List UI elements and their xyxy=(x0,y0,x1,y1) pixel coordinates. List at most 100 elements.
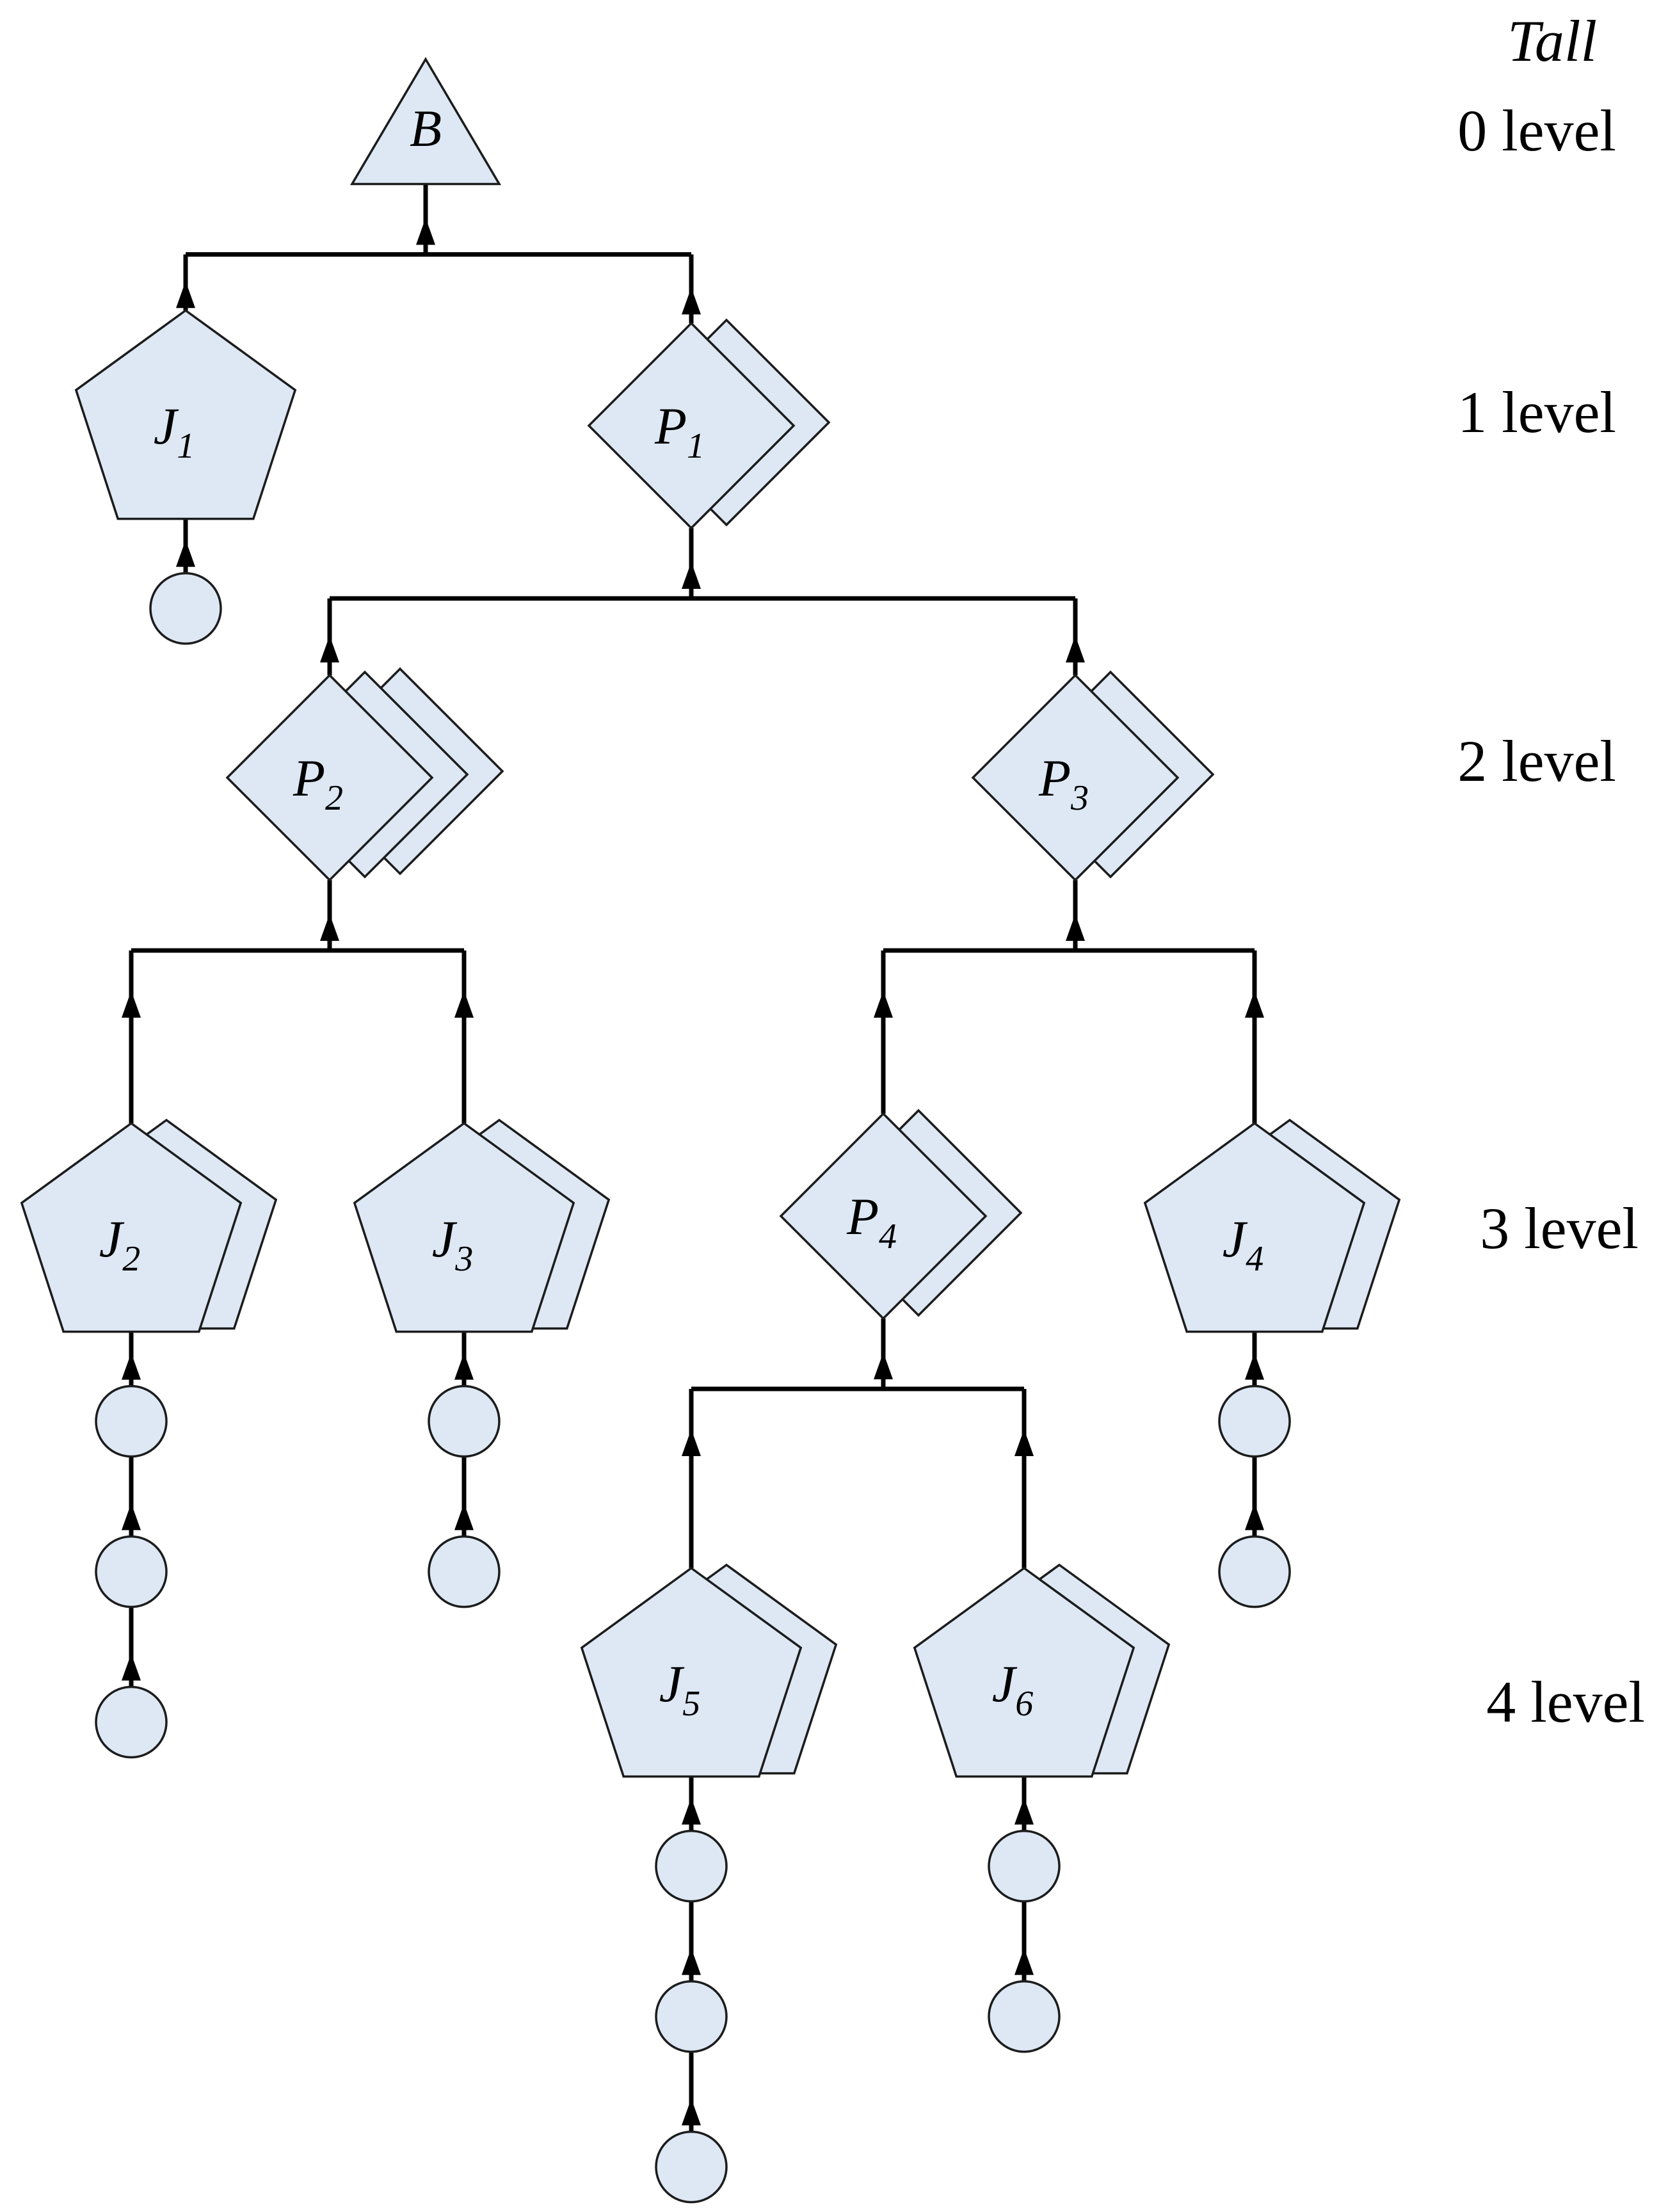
node-j6: J6 xyxy=(913,1563,1171,1778)
tall-label: Tall xyxy=(1507,8,1597,74)
node-label-p3: P3 xyxy=(1038,749,1089,818)
input-circle-j3-1 xyxy=(428,1535,501,1608)
node-label-p1: P1 xyxy=(654,397,705,466)
arrow-from-j6 xyxy=(1014,1429,1034,1456)
node-label-j6: J6 xyxy=(992,1655,1033,1724)
node-j1: J1 xyxy=(74,309,297,520)
chain-arrow-j5-2 xyxy=(682,2098,701,2126)
node-subscript: 1 xyxy=(687,426,705,466)
arrow-from-p2 xyxy=(320,636,339,662)
level-label-0: 0 level xyxy=(1457,98,1616,163)
arrow-to-b xyxy=(416,218,435,245)
node-subscript: 2 xyxy=(122,1239,140,1279)
input-circle-j6-1 xyxy=(988,1980,1061,2053)
arrow-from-j5 xyxy=(682,1429,701,1456)
input-circle-j1-0 xyxy=(149,572,222,645)
input-circle-j5-1 xyxy=(655,1980,728,2053)
arrow-to-p4 xyxy=(874,1352,893,1379)
node-label-p2: P2 xyxy=(293,749,343,818)
node-letter: P xyxy=(1038,749,1071,807)
node-subscript: 5 xyxy=(682,1684,700,1724)
arrow-from-j2 xyxy=(122,991,141,1018)
level-label-3: 3 level xyxy=(1480,1196,1639,1261)
chain-arrow-j6-0 xyxy=(1014,1797,1034,1825)
node-subscript: 1 xyxy=(177,426,195,466)
input-circle-j5-2 xyxy=(655,2130,728,2204)
pentagon-shape xyxy=(353,1121,575,1333)
chain-arrow-j4-1 xyxy=(1245,1503,1264,1530)
node-letter: J xyxy=(432,1210,458,1268)
level-label-2: 2 level xyxy=(1457,728,1616,794)
edges-layer xyxy=(122,184,1264,2132)
pentagon-shape xyxy=(20,1121,243,1333)
node-letter: J xyxy=(992,1655,1018,1713)
pentagon-shape xyxy=(1143,1121,1366,1333)
node-p4: P4 xyxy=(779,1109,1023,1320)
node-j2: J2 xyxy=(20,1118,278,1333)
diamond-shape xyxy=(587,321,796,530)
node-letter: P xyxy=(293,749,325,807)
chain-arrow-j1-0 xyxy=(176,540,195,567)
arrow-from-j3 xyxy=(454,991,474,1018)
node-label-b: B xyxy=(410,99,442,157)
node-letter: P xyxy=(846,1187,879,1246)
node-subscript: 3 xyxy=(454,1239,473,1279)
arrow-to-p3 xyxy=(1066,914,1085,941)
chain-arrow-j6-1 xyxy=(1014,1948,1034,1975)
node-subscript: 2 xyxy=(325,778,343,818)
input-circle-j4-1 xyxy=(1218,1535,1291,1608)
node-label-p4: P4 xyxy=(846,1187,897,1256)
node-j3: J3 xyxy=(353,1118,611,1333)
node-j5: J5 xyxy=(580,1563,838,1778)
pentagon-shape xyxy=(580,1566,803,1778)
node-label-j1: J1 xyxy=(154,397,195,466)
input-circle-j2-0 xyxy=(95,1384,168,1458)
node-letter: J xyxy=(99,1210,125,1268)
node-subscript: 4 xyxy=(1246,1239,1263,1279)
chain-arrow-j5-0 xyxy=(682,1797,701,1825)
input-circle-j5-0 xyxy=(655,1829,728,1903)
chain-arrow-j2-1 xyxy=(122,1503,141,1530)
input-circle-j2-1 xyxy=(95,1535,168,1608)
node-j4: J4 xyxy=(1143,1118,1401,1333)
arrow-from-j1 xyxy=(176,281,195,309)
node-subscript: 4 xyxy=(879,1217,897,1256)
input-circle-j2-2 xyxy=(95,1685,168,1759)
node-p1: P1 xyxy=(587,318,831,530)
chain-arrow-j3-0 xyxy=(454,1352,474,1380)
chain-arrow-j4-0 xyxy=(1245,1352,1264,1380)
triangle-shape xyxy=(349,57,502,186)
input-circle-j3-0 xyxy=(428,1384,501,1458)
arrow-to-p2 xyxy=(320,914,339,941)
pentagon-shape xyxy=(913,1566,1135,1778)
input-circle-j4-0 xyxy=(1218,1384,1291,1458)
diamond-shape xyxy=(779,1112,988,1320)
node-letter: P xyxy=(654,397,687,455)
arrow-to-p1 xyxy=(682,562,701,589)
node-b: B xyxy=(349,57,502,186)
node-subscript: 3 xyxy=(1070,778,1089,818)
diamond-shape xyxy=(225,673,434,882)
node-p2: P2 xyxy=(225,667,504,882)
arrow-from-p1 xyxy=(682,287,701,315)
arrow-from-p3 xyxy=(1066,636,1085,662)
node-letter: J xyxy=(659,1655,685,1713)
node-label-j5: J5 xyxy=(659,1655,700,1724)
diamond-shape xyxy=(971,673,1180,882)
chain-arrow-j2-2 xyxy=(122,1653,141,1681)
chain-arrow-j5-1 xyxy=(682,1948,701,1975)
chain-arrow-j3-1 xyxy=(454,1503,474,1530)
arrow-from-j4 xyxy=(1245,991,1264,1018)
chain-arrow-j2-0 xyxy=(122,1352,141,1380)
level-label-4: 4 level xyxy=(1486,1669,1645,1735)
level-label-1: 1 level xyxy=(1457,380,1616,445)
node-p3: P3 xyxy=(971,670,1215,882)
node-label-j2: J2 xyxy=(99,1210,140,1279)
arrow-from-p4 xyxy=(874,991,893,1018)
node-label-j3: J3 xyxy=(432,1210,473,1279)
node-label-j4: J4 xyxy=(1223,1210,1263,1279)
node-letter: J xyxy=(154,397,179,455)
pentagon-shape xyxy=(74,309,297,520)
